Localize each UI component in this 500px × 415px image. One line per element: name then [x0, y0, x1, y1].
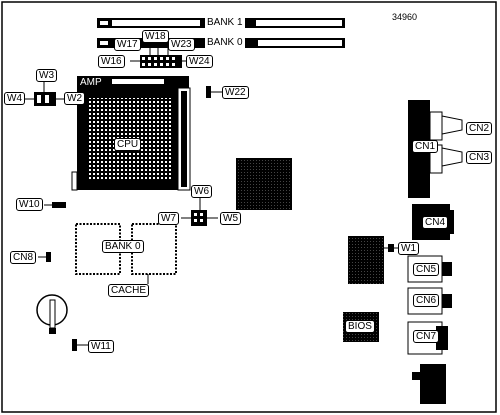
cache-label: CACHE: [108, 284, 150, 297]
jumper-w22: [206, 86, 222, 98]
battery: [36, 294, 68, 334]
connector-cn2: [441, 115, 463, 135]
connector-cn3-label: CN3: [466, 151, 493, 164]
keyboard-controller: [348, 236, 384, 284]
jumper-w18-label: W18: [142, 30, 169, 43]
jumper-w5-label: W5: [220, 212, 241, 225]
connector-cn4-label: CN4: [422, 216, 449, 229]
connector-cn5-label: CN5: [413, 263, 440, 276]
jumper-w1-label: W1: [398, 242, 419, 255]
chipset: [236, 158, 292, 210]
jumper-w11: [72, 339, 88, 351]
jumper-w17-label: W17: [114, 38, 141, 51]
amp-label: AMP: [80, 77, 102, 88]
cache-chips: [75, 223, 177, 284]
jumper-w22-label: W22: [222, 86, 249, 99]
jumper-w7-label: W7: [158, 212, 179, 225]
bank1-label: BANK 1: [205, 17, 245, 28]
jumper-w2-label: W2: [64, 92, 85, 105]
jumper-w10-label: W10: [16, 198, 43, 211]
bank0-label: BANK 0: [205, 37, 245, 48]
jumper-w16-label: W16: [98, 55, 125, 68]
jumper-w10: [44, 202, 66, 208]
jumper-w3-label: W3: [36, 69, 57, 82]
bios-label: BIOS: [345, 320, 375, 333]
jumper-w4-label: W4: [4, 92, 25, 105]
jumper-w6-label: W6: [191, 185, 212, 198]
figure-id: 34960: [392, 12, 418, 22]
connector-cn3: [441, 147, 463, 167]
jumper-w5-w7: [181, 198, 218, 226]
jumper-w11-label: W11: [88, 340, 114, 353]
cpu-label: CPU: [114, 138, 142, 151]
jumper-w23-label: W23: [168, 38, 195, 51]
connector-lower-right: [412, 364, 446, 404]
cache-bank0-label: BANK 0: [102, 240, 144, 253]
connector-cn1-label: CN1: [412, 140, 439, 153]
jumper-block-w16-w24: [140, 55, 182, 68]
jumper-w3-w4: [24, 82, 64, 106]
connector-cn6-label: CN6: [413, 294, 440, 307]
connector-cn8-label: CN8: [10, 251, 37, 264]
connector-cn7-label: CN7: [413, 330, 440, 343]
connector-cn2-label: CN2: [466, 122, 493, 135]
connector-cn8: [38, 252, 51, 262]
jumper-w24-label: W24: [186, 55, 213, 68]
